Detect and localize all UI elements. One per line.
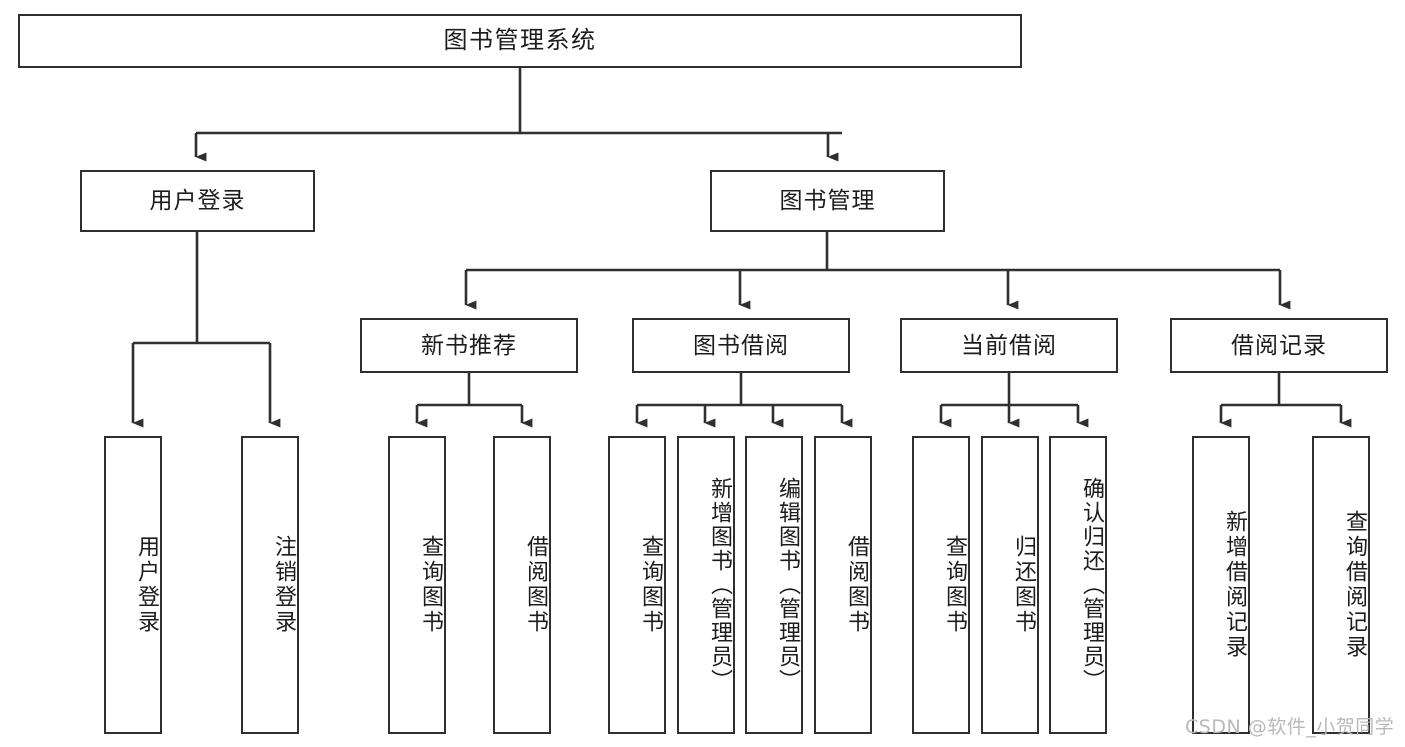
node-leaf-add-borrow-record[interactable]: 新增借阅记录	[1192, 436, 1250, 734]
node-leaf-query-borrow-record[interactable]: 查询借阅记录	[1312, 436, 1370, 734]
node-book-borrow[interactable]: 图书借阅	[632, 318, 850, 373]
node-leaf-borrow-book-recommend[interactable]: 借阅图书	[493, 436, 551, 734]
node-leaf-user-login[interactable]: 用户登录	[104, 436, 162, 734]
node-leaf-return-book[interactable]: 归还图书	[981, 436, 1039, 734]
node-leaf-add-book-admin[interactable]: 新增图书（管理员）	[677, 436, 735, 734]
node-current-borrow[interactable]: 当前借阅	[900, 318, 1118, 373]
node-book-management[interactable]: 图书管理	[710, 170, 945, 232]
node-new-book-recommend[interactable]: 新书推荐	[360, 318, 578, 373]
node-borrow-record[interactable]: 借阅记录	[1170, 318, 1388, 373]
node-leaf-query-book-current[interactable]: 查询图书	[912, 436, 970, 734]
node-leaf-edit-book-admin[interactable]: 编辑图书（管理员）	[745, 436, 803, 734]
node-leaf-logout-login[interactable]: 注销登录	[241, 436, 299, 734]
watermark-text: CSDN @软件_小贺同学	[1185, 716, 1395, 738]
node-leaf-borrow-book[interactable]: 借阅图书	[814, 436, 872, 734]
node-root-book-management-system[interactable]: 图书管理系统	[18, 14, 1022, 68]
node-user-login[interactable]: 用户登录	[80, 170, 315, 232]
node-leaf-confirm-return-admin[interactable]: 确认归还（管理员）	[1049, 436, 1107, 734]
node-leaf-query-book-borrow[interactable]: 查询图书	[608, 436, 666, 734]
node-leaf-query-book-recommend[interactable]: 查询图书	[388, 436, 446, 734]
